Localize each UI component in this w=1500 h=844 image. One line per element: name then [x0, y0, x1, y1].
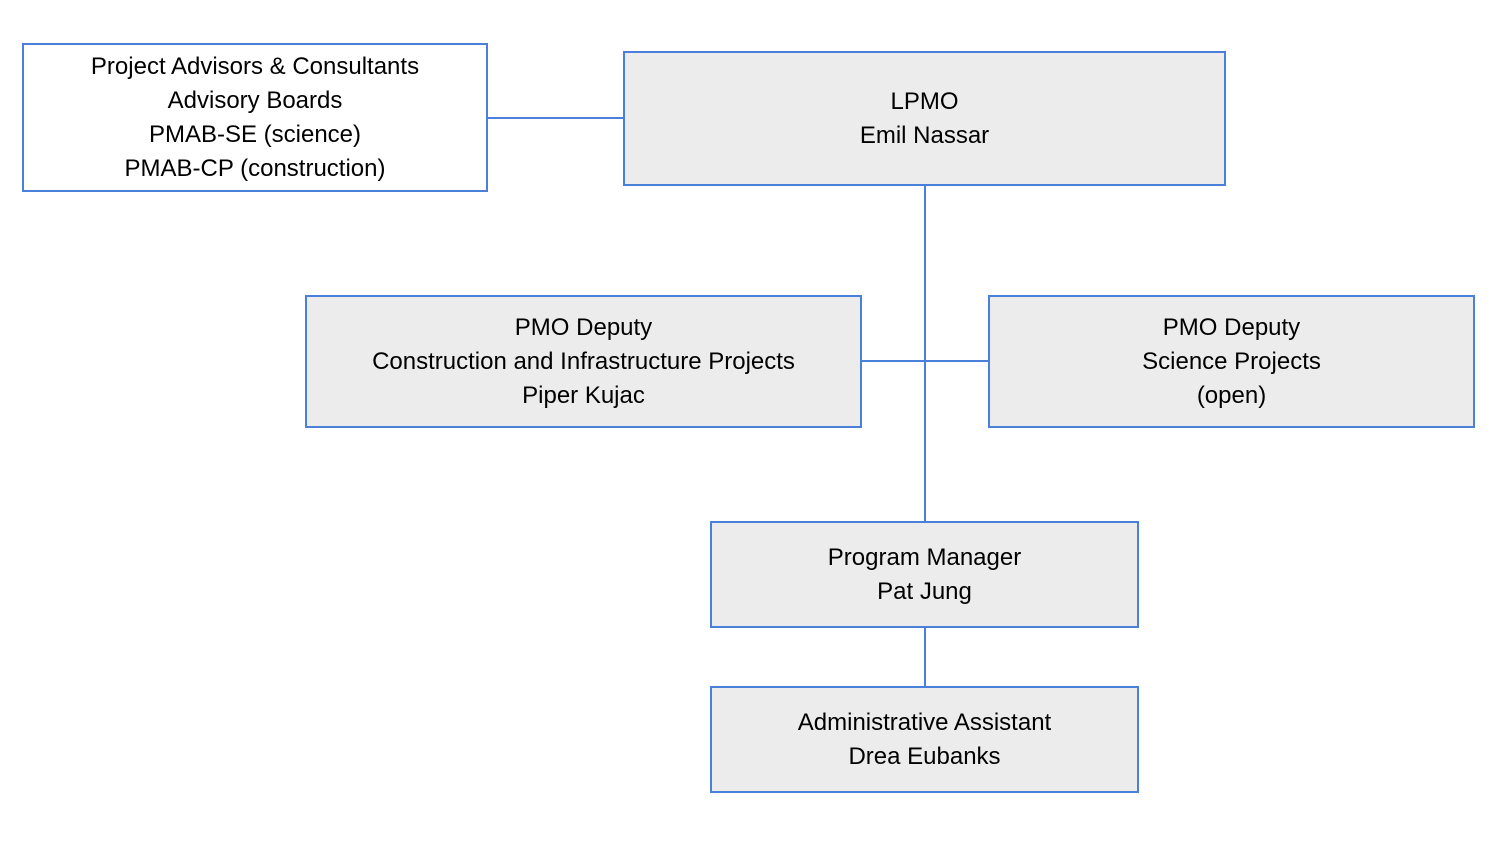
node-dept-line: Construction and Infrastructure Projects	[372, 347, 795, 375]
node-advisors-consultants: Project Advisors & Consultants Advisory …	[22, 43, 488, 192]
connector-advisors-to-lpmo	[488, 117, 623, 119]
node-role-line: LPMO	[890, 87, 959, 115]
node-administrative-assistant: Administrative Assistant Drea Eubanks	[710, 686, 1139, 793]
node-dept-line: Science Projects	[1142, 347, 1321, 375]
node-program-manager: Program Manager Pat Jung	[710, 521, 1139, 628]
node-role-line: Program Manager	[827, 543, 1022, 571]
node-text-line: Project Advisors & Consultants	[90, 52, 420, 80]
node-role-line: PMO Deputy	[1162, 313, 1301, 341]
node-person-line: (open)	[1196, 381, 1267, 409]
node-text-line: PMAB-CP (construction)	[124, 154, 386, 182]
connector-program-manager-to-admin-assistant	[924, 628, 926, 686]
node-text-line: PMAB-SE (science)	[148, 120, 362, 148]
node-text-line: Advisory Boards	[167, 86, 343, 114]
node-pmo-deputy-science: PMO Deputy Science Projects (open)	[988, 295, 1475, 428]
node-person-line: Pat Jung	[877, 577, 972, 605]
node-person-line: Emil Nassar	[859, 121, 990, 149]
node-role-line: PMO Deputy	[514, 313, 653, 341]
node-pmo-deputy-construction: PMO Deputy Construction and Infrastructu…	[305, 295, 862, 428]
connector-deputies-horizontal	[862, 360, 988, 362]
node-person-line: Piper Kujac	[522, 381, 645, 409]
node-lpmo: LPMO Emil Nassar	[623, 51, 1226, 186]
node-role-line: Administrative Assistant	[797, 708, 1052, 736]
connector-lpmo-to-program-manager	[924, 186, 926, 521]
node-person-line: Drea Eubanks	[848, 742, 1001, 770]
